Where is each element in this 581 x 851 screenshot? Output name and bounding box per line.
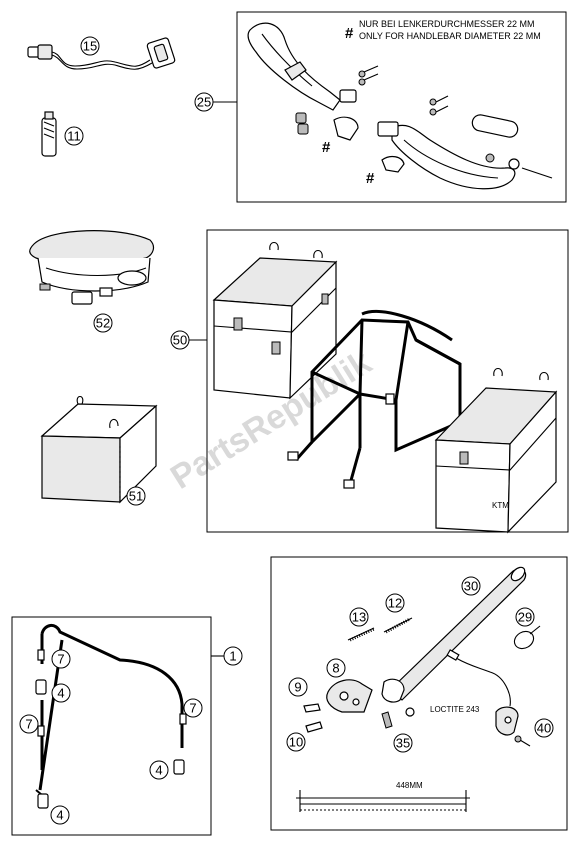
left-handguard — [247, 22, 341, 111]
cable-harness — [27, 37, 176, 70]
callout-7c — [183, 698, 203, 718]
callout-40-label: 40 — [537, 721, 551, 736]
hash-marker-2: # — [366, 170, 375, 187]
stand-springs — [347, 617, 413, 642]
right-handguard — [377, 95, 553, 190]
handguard-group-frame — [236, 11, 567, 203]
callout-52-label: 52 — [96, 316, 110, 331]
callout-7b — [19, 714, 39, 734]
callout-4a — [51, 683, 71, 703]
callout-29-label: 29 — [518, 610, 532, 625]
sidestand-switch — [405, 649, 519, 736]
callout-35 — [393, 733, 413, 753]
callout-4c-label: 4 — [56, 808, 63, 823]
callout-11 — [64, 126, 84, 146]
grease-tube — [41, 111, 57, 157]
length-template — [296, 790, 470, 812]
callout-8 — [326, 658, 346, 678]
callout-51 — [126, 486, 146, 506]
callout-7a — [51, 649, 71, 669]
stand-bolts — [303, 703, 393, 733]
callout-50-label: 50 — [173, 333, 187, 348]
callout-12 — [385, 593, 405, 613]
loctite-note: LOCTITE 243 — [430, 705, 480, 714]
right-pannier-case: KTM — [434, 367, 558, 534]
callout-50 — [170, 330, 190, 350]
bolt-40 — [514, 735, 531, 747]
rack-spacers-and-bolts — [35, 649, 187, 809]
callout-1-label: 1 — [229, 649, 236, 664]
note-german: NUR BEI LENKERDURCHMESSER 22 MM — [359, 19, 535, 29]
note-hash-symbol: # — [345, 25, 354, 42]
callout-40 — [534, 718, 554, 738]
callout-25-label: 25 — [197, 95, 211, 110]
left-clamp-hardware — [295, 65, 379, 141]
callout-52 — [93, 313, 113, 333]
callout-25 — [194, 92, 214, 112]
callout-15-label: 15 — [83, 39, 97, 54]
callout-13 — [349, 607, 369, 627]
side-stand-leg — [381, 566, 527, 703]
hash-marker-1: # — [322, 139, 331, 156]
callout-9-label: 9 — [294, 680, 301, 695]
callout-15 — [80, 36, 100, 56]
left-pannier-case — [212, 241, 338, 400]
stand-bracket — [326, 679, 373, 713]
callout-10-label: 10 — [289, 735, 303, 750]
length-label: 448MM — [396, 781, 423, 790]
tank-bag — [29, 230, 155, 305]
callout-35-label: 35 — [396, 736, 410, 751]
callout-7a-label: 7 — [57, 652, 64, 667]
callout-9 — [288, 677, 308, 697]
cable-tie — [513, 625, 541, 650]
callout-10 — [286, 732, 306, 752]
callout-30-label: 30 — [464, 579, 478, 594]
callout-29 — [515, 607, 535, 627]
callout-7c-label: 7 — [189, 701, 196, 716]
callout-11-label: 11 — [67, 129, 81, 144]
luggage-group-frame — [206, 229, 569, 533]
sidestand-group-frame — [270, 556, 568, 831]
callout-13-label: 13 — [352, 610, 366, 625]
rear-rack-group-frame — [11, 616, 212, 836]
case-cover — [40, 395, 158, 504]
callout-4b-label: 4 — [155, 763, 162, 778]
callout-4b — [149, 760, 169, 780]
note-english: ONLY FOR HANDLEBAR DIAMETER 22 MM — [359, 31, 541, 41]
callout-7b-label: 7 — [25, 717, 32, 732]
callout-4c — [50, 805, 70, 825]
callout-30 — [461, 576, 481, 596]
callout-1 — [223, 646, 243, 666]
callout-12-label: 12 — [388, 596, 402, 611]
rear-rack — [35, 624, 184, 801]
callout-4a-label: 4 — [57, 686, 64, 701]
callout-8-label: 8 — [332, 661, 339, 676]
case-brand-label: KTM — [492, 501, 509, 510]
callout-51-label: 51 — [129, 489, 143, 504]
